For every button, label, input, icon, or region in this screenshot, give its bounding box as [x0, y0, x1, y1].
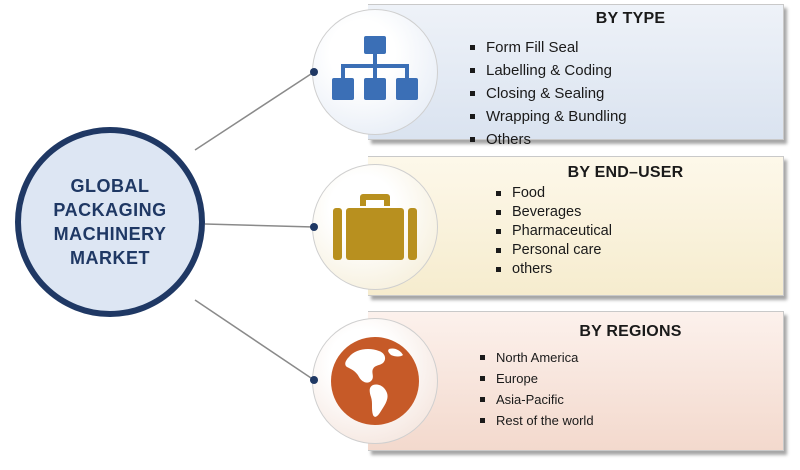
list-item: Personal care: [496, 241, 612, 260]
list-item: Food: [496, 184, 612, 203]
connector-dot: [310, 223, 318, 231]
segment-list: Food Beverages Pharmaceutical Personal c…: [496, 184, 612, 279]
list-item: others: [496, 260, 612, 279]
center-title: GLOBAL PACKAGING MACHINERY MARKET: [53, 176, 167, 268]
segment-title: BY END–USER: [567, 164, 684, 181]
list-item: Others: [470, 128, 627, 151]
list-item: Labelling & Coding: [470, 59, 627, 82]
connector-dot: [310, 68, 318, 76]
list-item: Asia-Pacific: [480, 389, 594, 410]
segment-panel-type: BY TYPE Form Fill Seal Labelling & Codin…: [368, 4, 784, 148]
globe-icon: [331, 337, 419, 425]
segment-list: Form Fill Seal Labelling & Coding Closin…: [470, 36, 627, 151]
list-item: Rest of the world: [480, 410, 594, 431]
list-item: Form Fill Seal: [470, 36, 627, 59]
segment-title: BY TYPE: [595, 10, 666, 27]
end-user-icon-circle: [312, 164, 438, 290]
list-item: Pharmaceutical: [496, 223, 612, 239]
hierarchy-icon: [332, 36, 418, 100]
connector-region: [194, 299, 315, 381]
type-icon-circle: [312, 9, 438, 135]
connector-dot: [310, 376, 318, 384]
center-circle: GLOBAL PACKAGING MACHINERY MARKET: [15, 127, 205, 317]
segment-title: BY REGIONS: [579, 323, 682, 340]
list-item: North America: [480, 347, 594, 368]
regions-icon-circle: [312, 318, 438, 444]
list-item: Beverages: [496, 203, 612, 222]
segment-list: North America Europe Asia-Pacific Rest o…: [480, 347, 594, 431]
connector-user: [204, 223, 315, 228]
list-item: Closing & Sealing: [470, 82, 627, 105]
list-item: Wrapping & Bundling: [470, 105, 627, 128]
connector-type: [194, 71, 315, 151]
list-item: Europe: [480, 368, 594, 389]
segment-panel-end-user: BY END–USER Food Beverages Pharmaceutica…: [368, 156, 784, 296]
suitcase-icon: [333, 194, 417, 260]
